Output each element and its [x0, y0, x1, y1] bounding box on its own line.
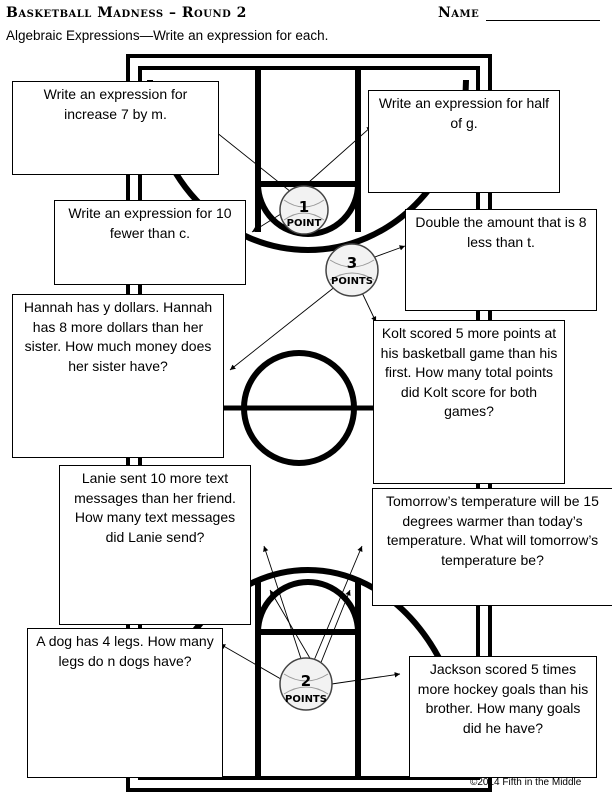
one-point-word: POINT: [287, 218, 322, 229]
bottom-free-throw-arc: [255, 579, 361, 633]
instructions: Algebraic Expressions—Write an expressio…: [6, 28, 329, 43]
problem-box-5[interactable]: Hannah has y dollars. Hannah has 8 more …: [12, 294, 224, 458]
name-label: Name: [438, 5, 480, 21]
three-points-badge: [325, 243, 379, 297]
problem-box-9[interactable]: A dog has 4 legs. How many legs do n dog…: [27, 628, 223, 778]
problem-text: A dog has 4 legs. How many legs do n dog…: [36, 633, 214, 669]
problem-text: Write an expression for half of g.: [378, 95, 550, 131]
problem-text: Double the amount that is 8 less than t.: [415, 214, 587, 250]
problem-box-1[interactable]: Write an expression for increase 7 by m.: [12, 81, 219, 175]
problem-box-2[interactable]: Write an expression for half of g.: [368, 90, 560, 193]
problem-box-7[interactable]: Lanie sent 10 more text messages than he…: [59, 465, 251, 625]
copyright-notice: ©2014 Fifth in the Middle: [470, 777, 582, 788]
problem-box-8[interactable]: Tomorrow’s temperature will be 15 degree…: [372, 488, 612, 606]
center-circle: [241, 350, 357, 466]
two-points-badge: [279, 657, 333, 711]
problem-text: Tomorrow’s temperature will be 15 degree…: [386, 493, 599, 568]
problem-box-6[interactable]: Kolt scored 5 more points at his basketb…: [373, 320, 565, 484]
three-points-number: 3: [347, 254, 357, 272]
problem-text: Hannah has y dollars. Hannah has 8 more …: [23, 299, 213, 374]
problem-box-3[interactable]: Write an expression for 10 fewer than c.: [54, 200, 246, 285]
problem-text: Jackson scored 5 times more hockey goals…: [417, 661, 589, 736]
two-points-number: 2: [301, 672, 311, 690]
two-points-word: POINTS: [285, 694, 327, 705]
one-point-badge: [279, 185, 329, 235]
problem-text: Write an expression for increase 7 by m.: [43, 86, 188, 122]
problem-box-10[interactable]: Jackson scored 5 times more hockey goals…: [409, 656, 597, 778]
problem-text: Write an expression for 10 fewer than c.: [68, 205, 232, 241]
problem-text: Lanie sent 10 more text messages than he…: [74, 470, 236, 545]
worksheet-title: Basketball Madness – Round 2: [6, 5, 247, 21]
name-blank-line[interactable]: [486, 20, 600, 21]
problem-text: Kolt scored 5 more points at his basketb…: [380, 325, 558, 419]
top-lane: [255, 68, 361, 232]
three-points-word: POINTS: [331, 276, 373, 287]
problem-box-4[interactable]: Double the amount that is 8 less than t.: [405, 209, 597, 311]
one-point-number: 1: [299, 198, 309, 216]
